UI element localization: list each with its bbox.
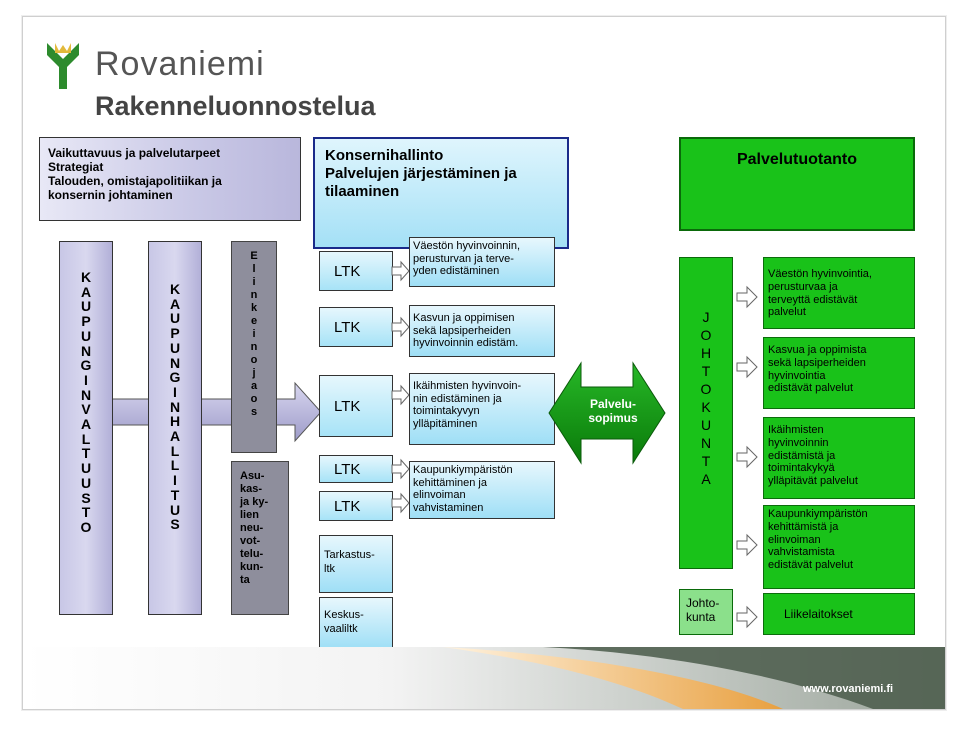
liikelaitokset-box: Liikelaitokset: [763, 593, 915, 635]
konsernihallinto-box: Konsernihallinto Palvelujen järjestämine…: [313, 137, 569, 249]
ltk-box: LTK: [319, 307, 393, 347]
johtokunta-small-box: Johto-kunta: [679, 589, 733, 635]
strategy-line: Strategiat: [48, 160, 104, 174]
johtokunta-column: J O H T O K U N T A: [679, 257, 733, 569]
strategy-line: konsernin johtaminen: [48, 188, 173, 202]
page-title: Rakenneluonnostelua: [95, 91, 376, 121]
palvelusopimus-arrow-icon: [548, 361, 666, 465]
ltk-box: LTK: [319, 491, 393, 521]
footer-band: [23, 647, 945, 709]
keskusvaalilautakunta-box: Keskus-vaaliltk: [319, 597, 393, 649]
ltk-box: LTK: [319, 455, 393, 483]
palvelutuotanto-header: Palvelutuotanto: [679, 137, 915, 231]
palvelusopimus-label: Palvelu-sopimus: [588, 397, 638, 425]
ltk-box: LTK: [319, 251, 393, 291]
ltk-description: Ikäihmisten hyvinvoin-nin edistäminen ja…: [409, 373, 555, 445]
rovaniemi-logo-icon: [47, 43, 79, 89]
ltk-box: LTK: [319, 375, 393, 437]
strategy-line: Talouden, omistajapolitiikan ja: [48, 174, 222, 188]
tarkastuslautakunta-box: Tarkastus-ltk: [319, 535, 393, 593]
strategy-line: Vaikuttavuus ja palvelutarpeet: [48, 146, 221, 160]
brand-name: Rovaniemi: [95, 45, 265, 83]
strategy-box: Vaikuttavuus ja palvelutarpeet Strategia…: [39, 137, 301, 221]
johtokunta-arrows-icon: [736, 285, 758, 629]
footer-url[interactable]: www.rovaniemi.fi: [803, 683, 894, 695]
flow-arrow-icon: [83, 381, 322, 443]
slide: Rovaniemi Rakenneluonnostelua Vaikuttavu…: [22, 16, 946, 710]
ltk-description: Väestön hyvinvoinnin,perusturvan ja terv…: [409, 237, 555, 287]
ltk-arrows-icon: [391, 260, 410, 514]
